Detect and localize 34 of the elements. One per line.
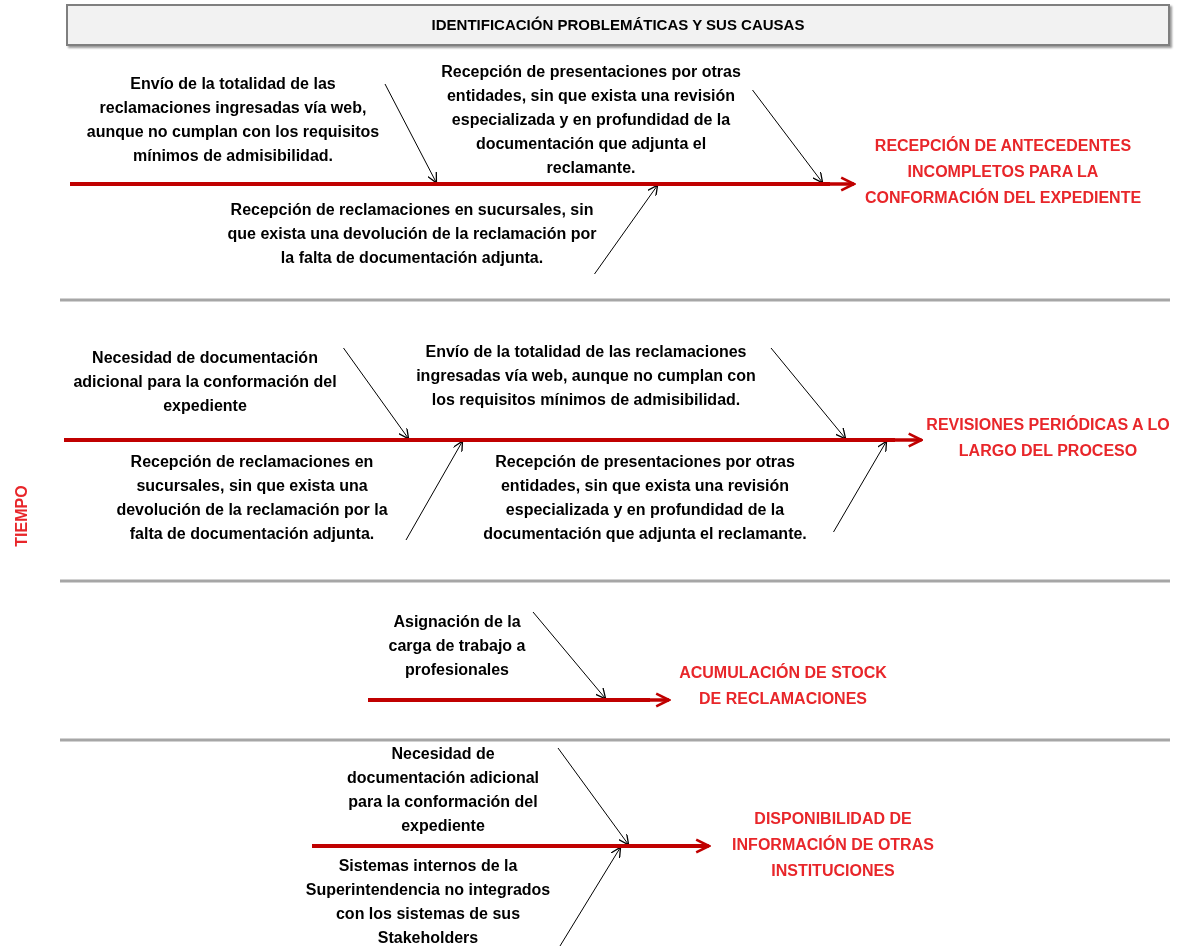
arrow	[384, 83, 438, 184]
problem-text: DISPONIBILIDAD DE INFORMACIÓN DE OTRAS INSTITUCIONES	[713, 806, 953, 884]
problem-text: REVISIONES PERIÓDICAS A LO LARGO DEL PROCESO	[925, 412, 1171, 464]
cause-text: Recepción de reclamaciones en sucursales, sin que exista una devolución de la reclamación por la falta de documentación adjunta.	[102, 450, 402, 546]
arrow	[770, 347, 847, 440]
arrow	[833, 440, 888, 533]
cause-text: Necesidad de documentación adicional para la conformación del expediente	[338, 742, 548, 838]
cause-text: Sistemas internos de la Superintendencia no integrados con los sistemas de sus Stakeholders	[298, 854, 558, 950]
cause-text: Recepción de presentaciones por otras entidades, sin que exista una revisión especializada y en profundidad de la documentación que adjunta el reclamante.	[462, 450, 828, 546]
arrow	[557, 747, 630, 846]
arrow	[559, 846, 622, 947]
arrow	[650, 692, 671, 708]
problem-text: RECEPCIÓN DE ANTECEDENTES INCOMPLETOS PARA LA CONFORMACIÓN DEL EXPEDIENTE	[858, 133, 1148, 211]
arrow	[594, 184, 659, 275]
cause-text: Recepción de presentaciones por otras entidades, sin que exista una revisión especializada y en profundidad de la documentación que adjunta el reclamante.	[433, 60, 749, 180]
spine-bar	[70, 182, 830, 186]
arrow	[343, 347, 410, 440]
cause-text: Envío de la totalidad de las reclamaciones ingresadas vía web, aunque no cumplan con los requisitos mínimos de admisibilidad.	[411, 340, 761, 412]
arrow	[830, 176, 856, 192]
arrow	[532, 611, 607, 700]
arrow	[752, 89, 824, 184]
cause-text: Necesidad de documentación adicional para la conformación del expediente	[72, 346, 338, 418]
spine-bar	[368, 698, 650, 702]
arrow	[895, 432, 923, 448]
axis-label: TIEMPO	[12, 484, 31, 549]
cause-text: Recepción de reclamaciones en sucursales, sin que exista una devolución de la reclamación por la falta de documentación adjunta.	[219, 198, 605, 270]
arrow	[694, 838, 711, 854]
spine-bar	[64, 438, 895, 442]
spine-bar	[312, 844, 705, 848]
cause-text: Asignación de la carga de trabajo a profesionales	[387, 610, 527, 682]
problem-text: ACUMULACIÓN DE STOCK DE RECLAMACIONES	[673, 660, 893, 712]
title-box: IDENTIFICACIÓN PROBLEMÁTICAS Y SUS CAUSAS	[66, 4, 1170, 46]
arrow	[405, 440, 464, 541]
cause-text: Envío de la totalidad de las reclamaciones ingresadas vía web, aunque no cumplan con los requisitos mínimos de admisibilidad.	[83, 72, 383, 168]
